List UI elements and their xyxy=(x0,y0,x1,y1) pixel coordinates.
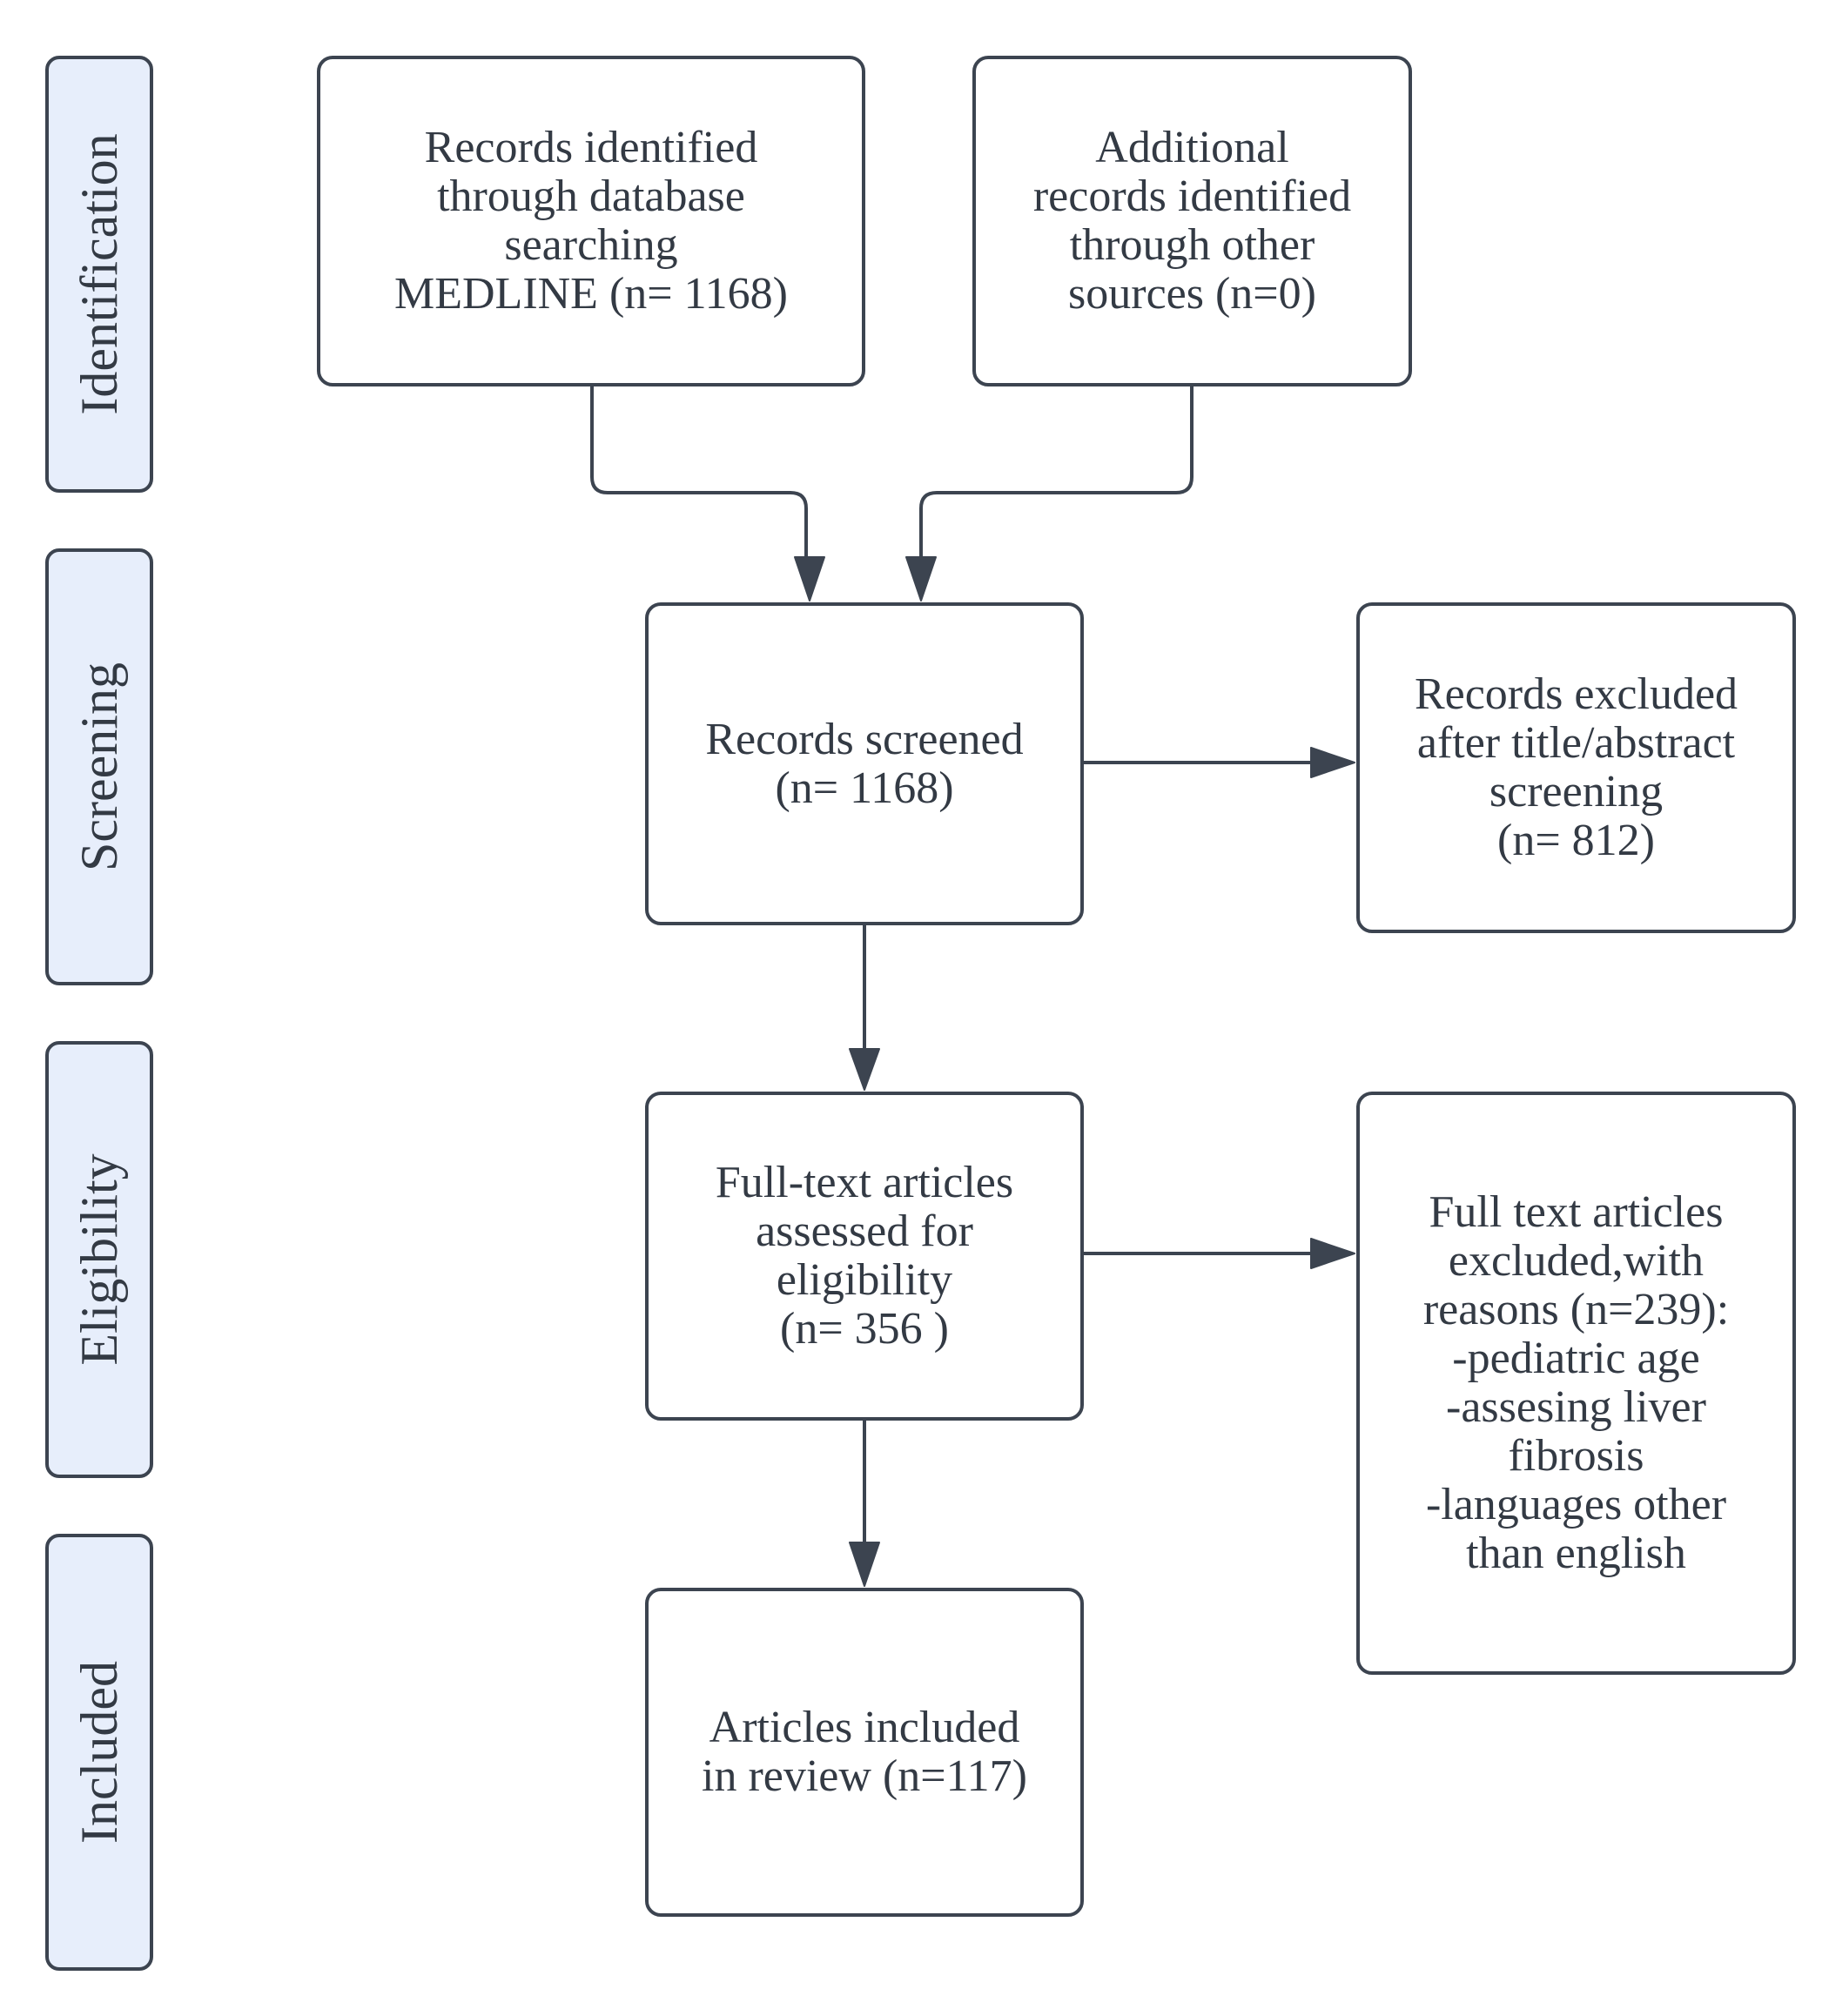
stage-label-screening: Screening xyxy=(45,548,153,985)
box-included-review-text: Articles included in review (n=117) xyxy=(702,1703,1027,1801)
arrow-database-to-screened xyxy=(590,385,808,571)
arrowhead-excluded-screening xyxy=(1310,747,1355,778)
box-database-search-text: Records identified through database sear… xyxy=(394,123,788,319)
arrowhead-excluded-fulltext xyxy=(1310,1238,1355,1269)
arrowhead-database xyxy=(794,556,825,601)
stage-label-eligibility: Eligibility xyxy=(45,1041,153,1478)
box-database-search: Records identified through database sear… xyxy=(317,56,865,386)
box-other-sources: Additional records identified through ot… xyxy=(972,56,1412,386)
stage-label-identification-text: Identification xyxy=(71,133,128,415)
box-fulltext-excluded-text: Full text articles excluded,with reasons… xyxy=(1422,1187,1730,1578)
stage-label-eligibility-text: Eligibility xyxy=(71,1153,128,1366)
arrowhead-fulltext xyxy=(849,1048,880,1091)
box-records-screened: Records screened (n= 1168) xyxy=(645,602,1084,925)
arrow-other-sources-to-screened xyxy=(919,385,1194,571)
box-records-screened-text: Records screened (n= 1168) xyxy=(705,714,1024,813)
stage-label-included: Included xyxy=(45,1534,153,1971)
stage-label-included-text: Included xyxy=(71,1661,128,1844)
box-fulltext-excluded: Full text articles excluded,with reasons… xyxy=(1356,1092,1796,1675)
stage-label-identification: Identification xyxy=(45,56,153,493)
box-records-excluded-text: Records excluded after title/abstract sc… xyxy=(1414,669,1738,865)
box-records-excluded: Records excluded after title/abstract sc… xyxy=(1356,602,1796,933)
arrowhead-included xyxy=(849,1542,880,1587)
box-other-sources-text: Additional records identified through ot… xyxy=(1032,123,1352,319)
arrowhead-other-sources xyxy=(905,556,937,601)
stage-label-screening-text: Screening xyxy=(71,662,128,871)
box-included-review: Articles included in review (n=117) xyxy=(645,1588,1084,1917)
box-fulltext-assessed: Full-text articles assessed for eligibil… xyxy=(645,1092,1084,1421)
box-fulltext-assessed-text: Full-text articles assessed for eligibil… xyxy=(715,1158,1014,1354)
